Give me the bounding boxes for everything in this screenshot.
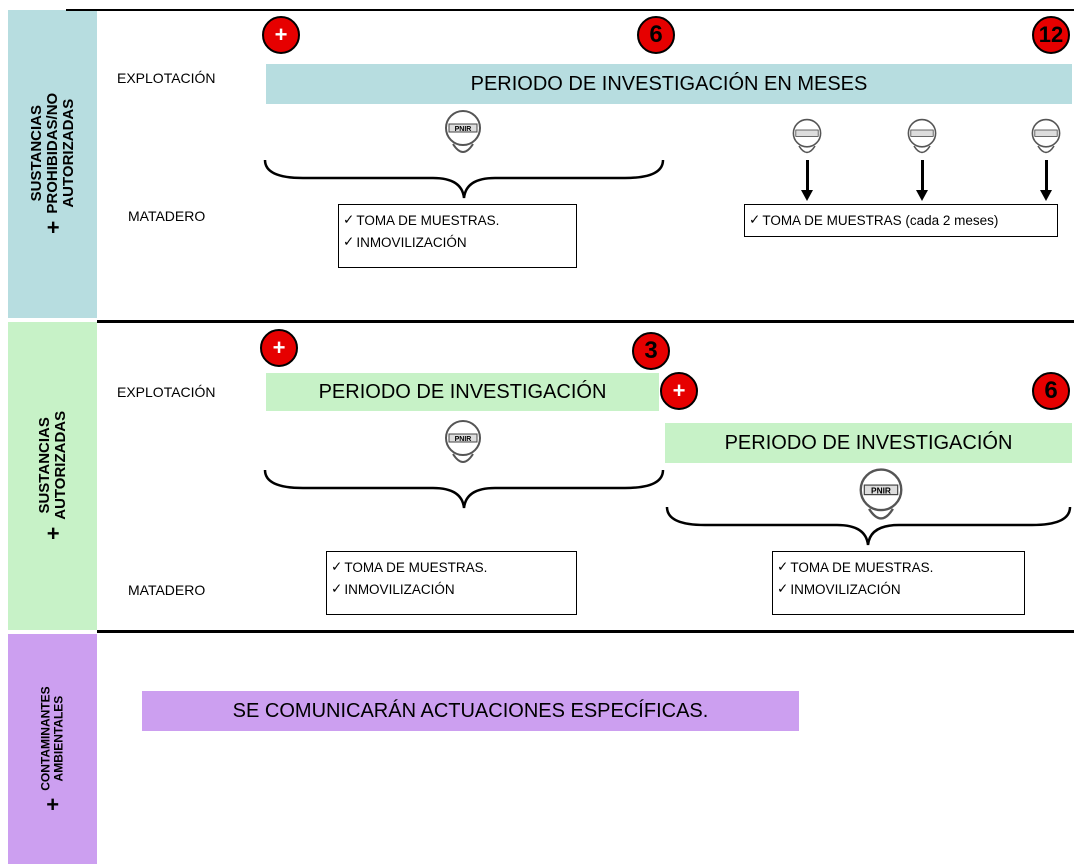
check-icon: ✓ [331,581,343,596]
action-item: TOMA DE MUESTRAS (cada 2 meses) [762,212,999,228]
badge-month-3: 3 [632,332,670,370]
badge-month-12: 12 [1032,16,1070,54]
section-title-line1: SUSTANCIAS [27,105,45,202]
check-icon: ✓ [777,581,789,596]
arrow-down-icon [806,160,809,192]
divider-bottom [97,630,1074,633]
plus-icon: + [46,521,59,547]
badge-month-6: 6 [1032,372,1070,410]
investigation-period-bar: PERIODO DE INVESTIGACIÓN [665,423,1072,463]
pnir-seal-icon [907,118,937,154]
action-item: INMOVILIZACIÓN [344,581,455,597]
row-label-explotacion: EXPLOTACIÓN [117,70,216,86]
actions-box: ✓TOMA DE MUESTRAS. ✓INMOVILIZACIÓN [772,551,1025,615]
curly-brace-icon [263,159,665,199]
row-label-matadero: MATADERO [128,208,206,224]
section-title-line2: AMBIENTALES [51,695,66,782]
section-title-line2: PROHIBIDAS/NO [43,93,61,214]
check-icon: ✓ [343,234,355,249]
svg-text:PNIR: PNIR [455,436,472,443]
arrow-down-icon [921,160,924,192]
check-icon: ✓ [343,212,355,227]
pnir-seal-icon: PNIR [445,420,481,463]
pnir-seal-icon: PNIR [445,110,481,153]
actions-box: ✓TOMA DE MUESTRAS. ✓INMOVILIZACIÓN [326,551,577,615]
specific-actions-bar: SE COMUNICARÁN ACTUACIONES ESPECÍFICAS. [142,691,799,731]
section-title-line1: SUSTANCIAS [35,417,53,514]
check-icon: ✓ [331,559,343,574]
bar-text: SE COMUNICARÁN ACTUACIONES ESPECÍFICAS. [232,699,709,722]
action-item: TOMA DE MUESTRAS. [356,212,500,228]
arrow-down-icon [1045,160,1048,192]
actions-box: ✓TOMA DE MUESTRAS (cada 2 meses) [744,204,1058,237]
pnir-seal-icon [792,118,822,154]
plus-icon: + [46,792,59,818]
pnir-seal-icon [1031,118,1061,154]
svg-text:PNIR: PNIR [455,126,472,133]
section-contaminantes: + CONTAMINANTES AMBIENTALES [8,634,97,864]
section-autorizadas: + SUSTANCIAS AUTORIZADAS [8,322,97,630]
action-item: TOMA DE MUESTRAS. [344,559,488,575]
action-item: INMOVILIZACIÓN [790,581,901,597]
badge-start: + [262,16,300,54]
badge-month-6: 6 [637,16,675,54]
row-label-explotacion: EXPLOTACIÓN [117,384,216,400]
plus-icon: + [46,215,59,241]
divider-middle [97,320,1074,323]
investigation-period-bar: PERIODO DE INVESTIGACIÓN EN MESES [266,64,1072,104]
bar-text: PERIODO DE INVESTIGACIÓN EN MESES [470,72,868,95]
section-title-line3: AUTORIZADAS [59,99,77,209]
divider-top [66,9,1074,11]
badge-start: + [260,329,298,367]
bar-text: PERIODO DE INVESTIGACIÓN [724,431,1013,454]
action-item: TOMA DE MUESTRAS. [790,559,934,575]
curly-brace-icon [263,469,665,509]
check-icon: ✓ [777,559,789,574]
section-title-line1: CONTAMINANTES [38,686,53,791]
action-item: INMOVILIZACIÓN [356,234,467,250]
curly-brace-icon [665,506,1072,546]
section-title-line2: AUTORIZADAS [51,411,69,521]
row-label-matadero: MATADERO [128,582,206,598]
bar-text: PERIODO DE INVESTIGACIÓN [318,380,607,403]
svg-text:PNIR: PNIR [871,485,891,495]
investigation-period-bar: PERIODO DE INVESTIGACIÓN [266,373,659,411]
badge-start: + [660,372,698,410]
pnir-seal-icon: PNIR [859,468,903,520]
section-prohibidas: + SUSTANCIAS PROHIBIDAS/NO AUTORIZADAS [8,10,97,318]
actions-box: ✓TOMA DE MUESTRAS. ✓INMOVILIZACIÓN [338,204,577,268]
check-icon: ✓ [749,212,761,227]
